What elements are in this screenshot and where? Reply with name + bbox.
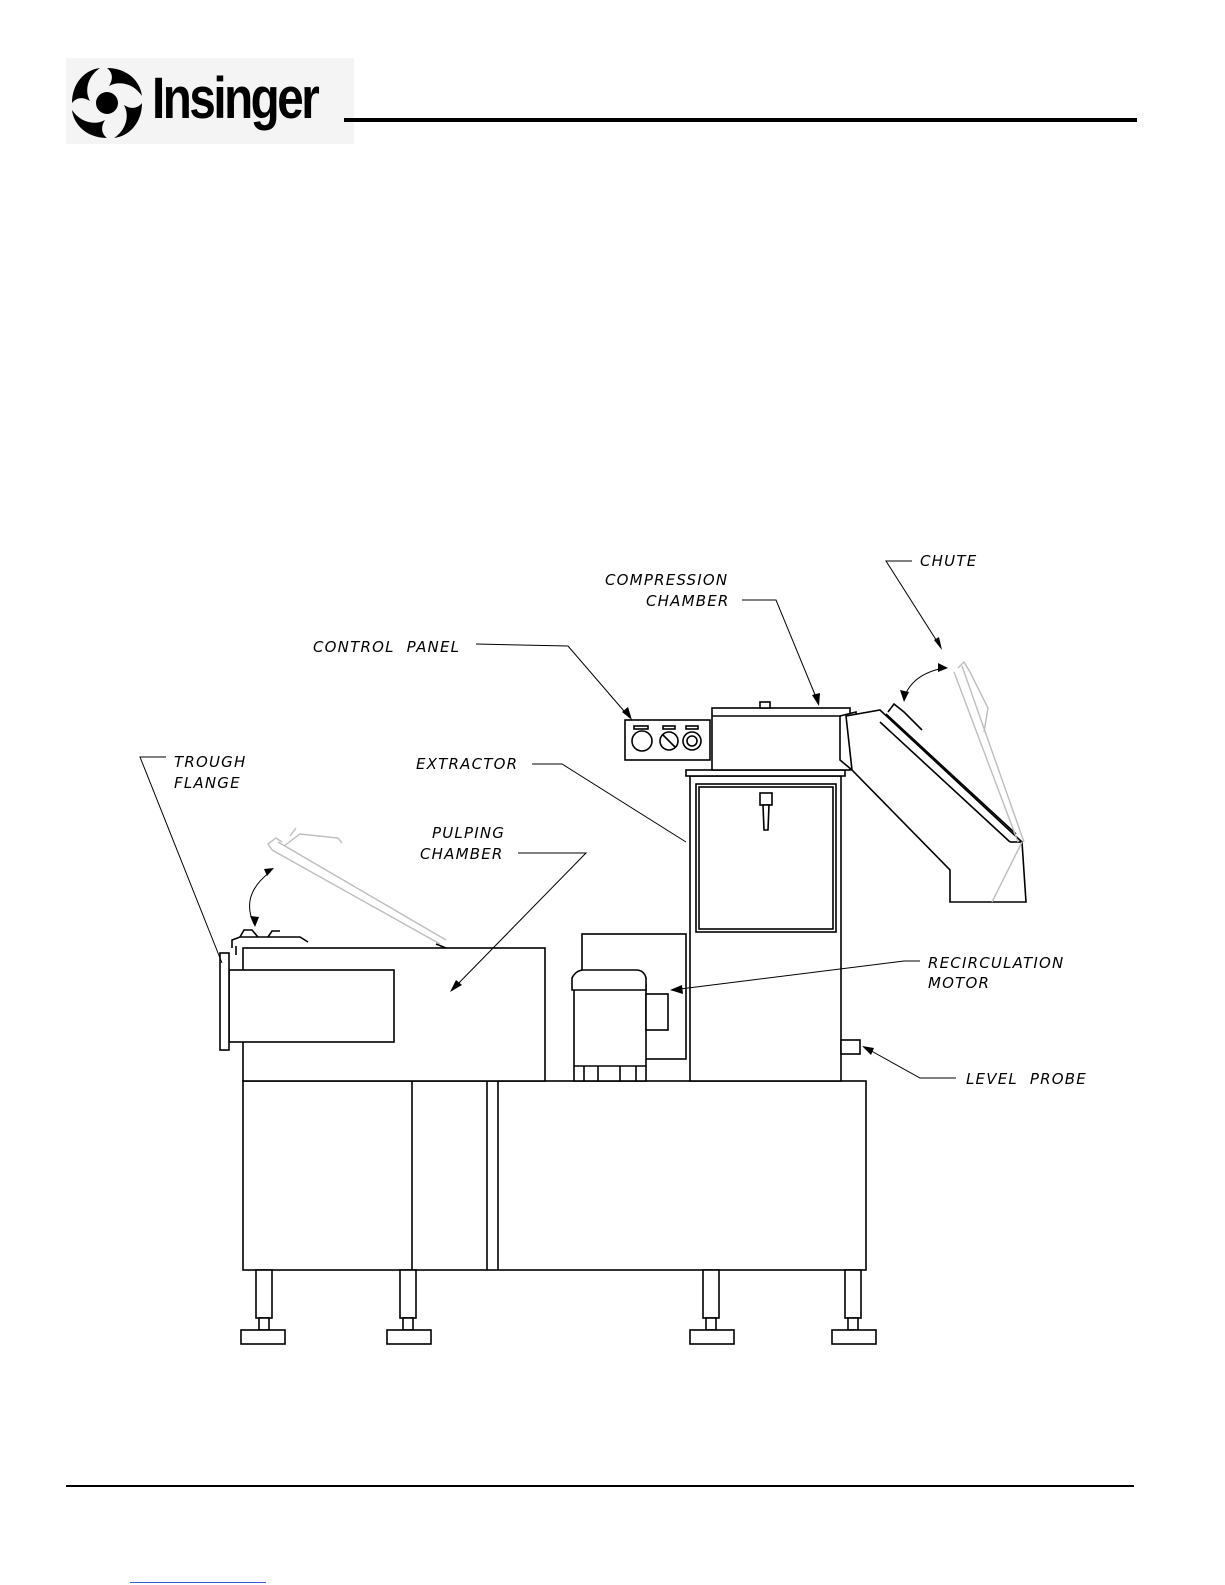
label-recirculation-motor-line2: MOTOR [928,974,990,992]
label-trough-flange-line1: TROUGH [174,753,246,771]
label-level-probe: LEVEL PROBE [966,1070,1087,1088]
control-panel [625,720,710,760]
recirculation-motor [572,934,686,1081]
label-recirculation-motor-line1: RECIRCULATION [928,954,1064,972]
leg [832,1270,876,1344]
extractor [686,770,860,1081]
label-pulping-chamber-line2: CHAMBER [420,845,504,863]
pulping-lid-swing-arrow [250,868,274,927]
label-extractor: EXTRACTOR [416,755,518,773]
chute [846,704,1026,902]
label-compression-chamber-line1: COMPRESSION [605,571,728,589]
chute-swing-arrow [900,663,948,702]
label-control-panel: CONTROL PANEL [313,638,460,656]
label-pulping-chamber-line1: PULPING [432,824,505,842]
label-trough-flange-line2: FLANGE [174,774,241,792]
pulping-chamber [220,930,545,1081]
leveling-legs [241,1270,876,1344]
footer-link-underline [130,1582,266,1583]
leg [690,1270,734,1344]
label-compression-chamber-line2: CHAMBER [646,592,730,610]
leg [241,1270,285,1344]
base-cabinet [243,1081,866,1270]
label-chute: CHUTE [920,552,977,570]
compression-chamber [712,702,860,770]
leg [387,1270,431,1344]
footer-rule [66,1485,1134,1487]
